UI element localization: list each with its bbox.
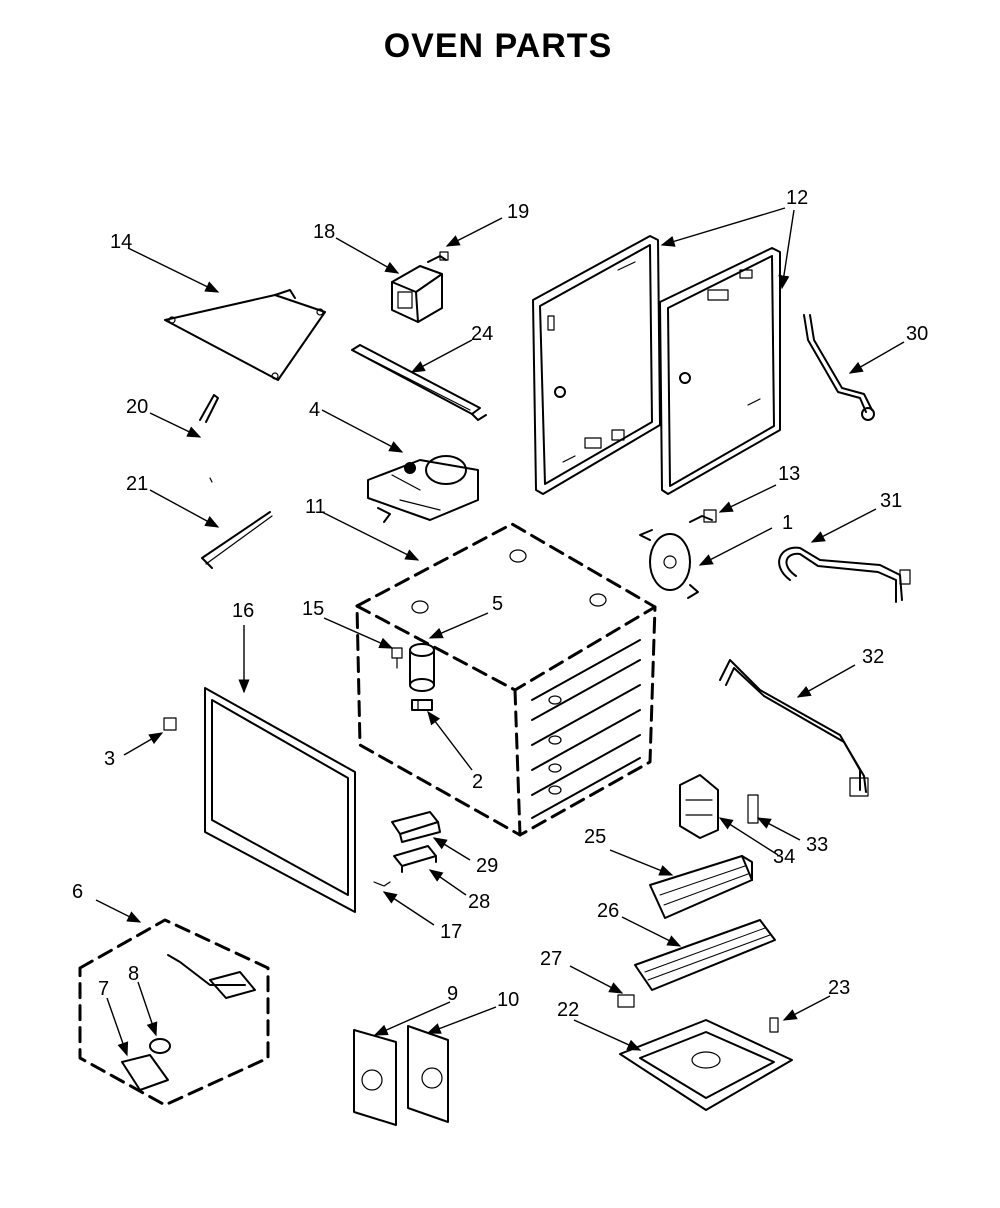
part-1-bracket [639,529,699,599]
part-16-frame [204,687,356,913]
callout-6: 6 [72,881,83,903]
part-32-tube [719,659,869,797]
callout-21: 21 [126,473,148,495]
callout-29: 29 [476,855,498,877]
callout-28: 28 [468,891,490,913]
part-5-light [409,643,435,692]
callout-labels: 1 2 3 4 5 6 7 8 9 10 11 12 13 14 15 16 1… [72,187,928,1021]
part-21-rod [201,511,273,569]
part-29-bracket [391,811,441,843]
callout-1: 1 [782,512,793,534]
callout-16: 16 [232,600,254,622]
callout-13: 13 [778,463,800,485]
part-11-oven-cavity [355,522,657,837]
callout-31: 31 [880,490,902,512]
callout-27: 27 [540,948,562,970]
callout-14: 14 [110,231,132,253]
callout-5: 5 [492,593,503,615]
callout-2: 2 [472,771,483,793]
callout-7: 7 [98,978,109,1000]
callout-25: 25 [584,826,606,848]
callout-10: 10 [497,989,519,1011]
part-4-latch-motor [367,455,479,523]
part-17-bolt [373,881,391,887]
callout-9: 9 [447,983,458,1005]
callout-12: 12 [786,187,808,209]
callout-11: 11 [305,496,326,518]
part-27-clip [617,994,635,1008]
part-2-clip [411,699,433,711]
part-12-side-panels [532,235,781,495]
part-33-screw [747,794,759,824]
part-30-tube [803,314,875,421]
callout-17: 17 [440,921,462,943]
callout-15: 15 [302,598,324,620]
callout-23: 23 [828,977,850,999]
part-26-burner [634,919,776,991]
page-title: OVEN PARTS [384,27,613,65]
part-34-bracket [679,774,719,839]
callout-4: 4 [309,399,320,421]
callout-24: 24 [471,323,493,345]
part-23-screw [769,1017,779,1033]
part-6-kit [78,918,270,1107]
part-22-tray [619,1019,793,1111]
callout-18: 18 [313,221,335,243]
callout-32: 32 [862,646,884,668]
callout-22: 22 [557,999,579,1021]
part-20-probe [199,394,219,483]
part-28-block [393,845,437,873]
part-15-screw [391,647,403,669]
callout-26: 26 [597,900,619,922]
part-13-screw [689,509,717,523]
part-25-burner [649,855,753,919]
part-19-screw [427,251,449,263]
callout-3: 3 [104,748,115,770]
callout-8: 8 [128,963,139,985]
callout-34: 34 [773,846,795,868]
callout-30: 30 [906,323,928,345]
part-31-tube [778,546,911,603]
part-18-receptacle [391,265,443,323]
part-3-nut [163,717,177,731]
callout-20: 20 [126,396,148,418]
part-9-10-brackets [353,1025,449,1126]
part-14-bracket [164,289,326,381]
callout-33: 33 [806,834,828,856]
part-24-strip [351,344,487,421]
callout-19: 19 [507,201,529,223]
leader-lines [95,207,905,1057]
